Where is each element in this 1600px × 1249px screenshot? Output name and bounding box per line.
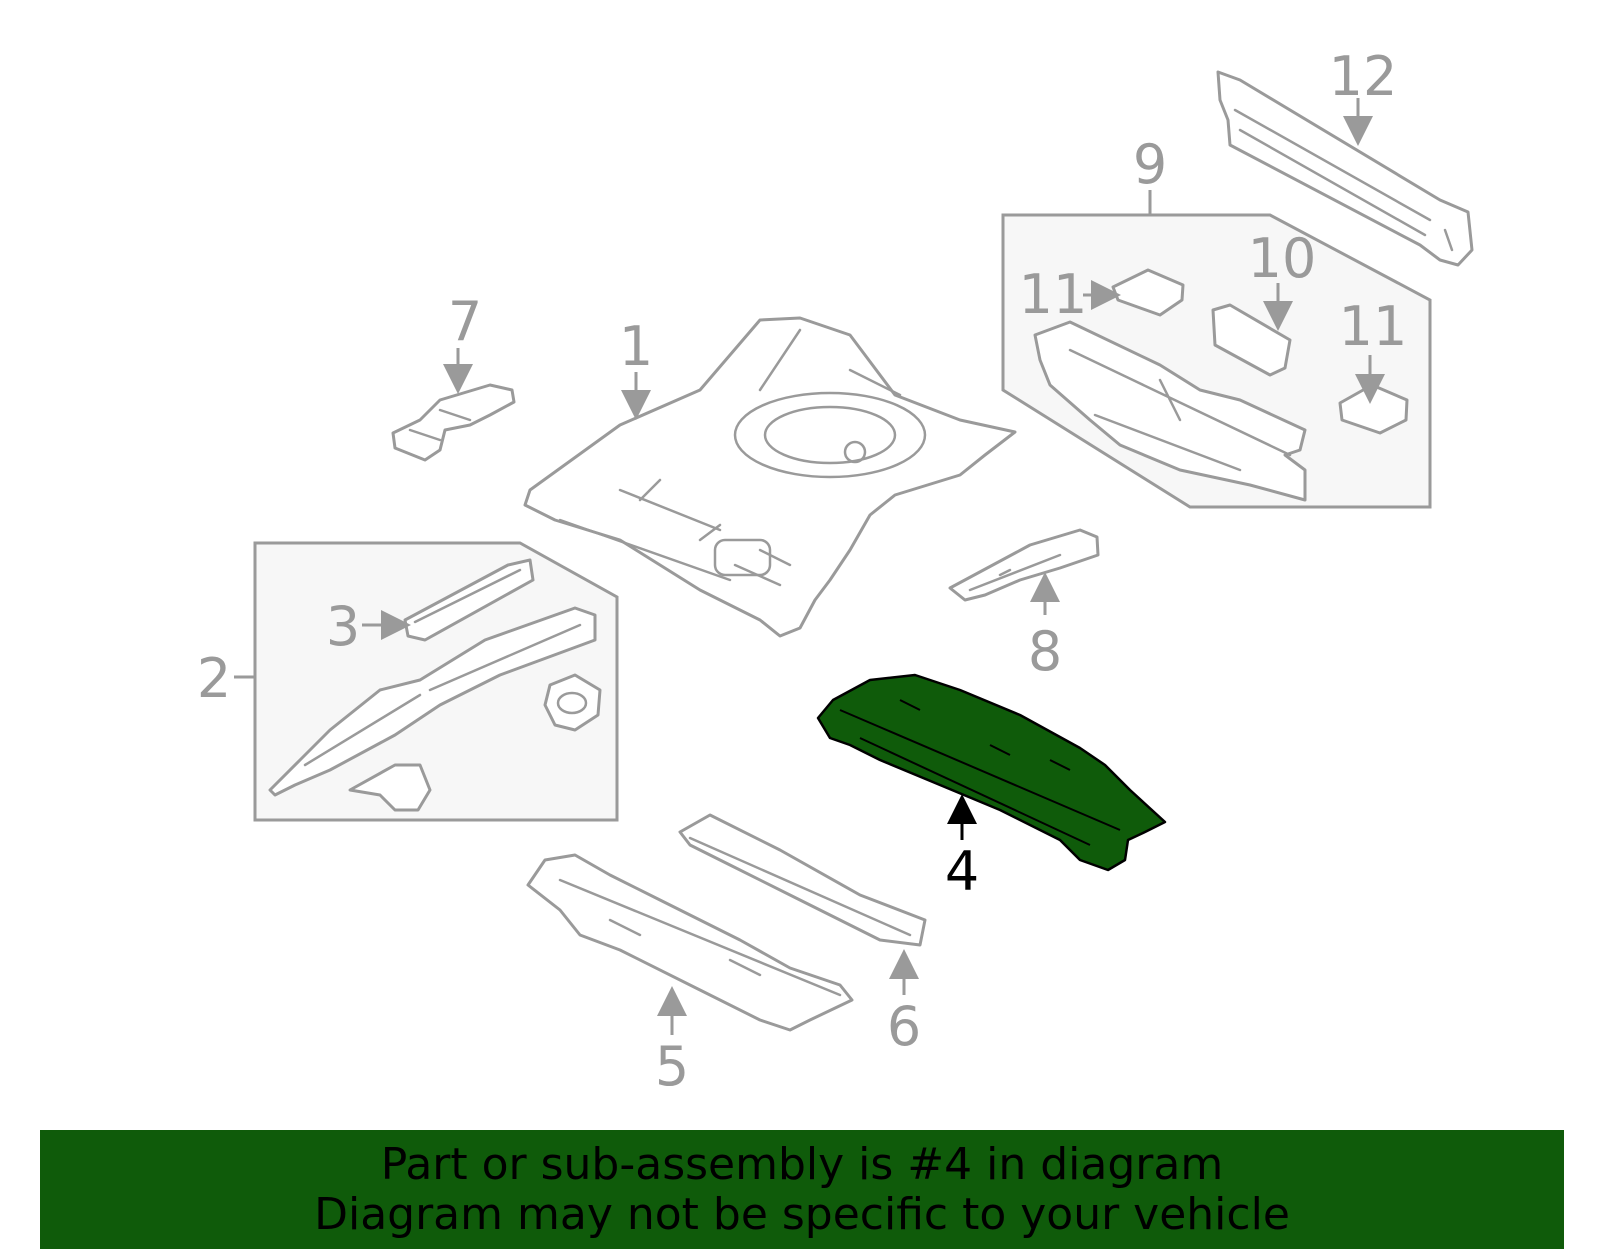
part-2-side-member[interactable] (268, 606, 597, 797)
part-2-mount[interactable] (543, 673, 602, 732)
callout-11b: 11 (1339, 295, 1408, 358)
callout-9: 9 (1133, 133, 1167, 196)
part-6-member[interactable] (678, 813, 927, 947)
callout-6: 6 (887, 995, 921, 1058)
callout-1: 1 (619, 315, 653, 378)
part-5-crossmember[interactable] (526, 853, 854, 1032)
part-7-bracket[interactable] (391, 383, 516, 462)
callout-4: 4 (945, 840, 979, 903)
callout-7: 7 (448, 290, 482, 353)
banner-line-2: Diagram may not be specific to your vehi… (314, 1188, 1290, 1240)
part-4-crossmember-highlighted[interactable] (816, 673, 1167, 872)
part-1-floor-pan[interactable] (523, 316, 1017, 638)
part-10-bracket[interactable] (1211, 303, 1292, 377)
callout-8: 8 (1028, 620, 1062, 683)
part-8-reinforcement[interactable] (948, 528, 1100, 602)
callout-11a: 11 (1019, 263, 1088, 326)
banner-line-1: Part or sub-assembly is #4 in diagram (380, 1138, 1224, 1190)
callout-5: 5 (655, 1035, 689, 1098)
part-9-panel[interactable] (1033, 320, 1307, 502)
callout-2: 2 (197, 647, 231, 710)
callout-10: 10 (1248, 227, 1317, 290)
part-12-rear-panel[interactable] (1216, 70, 1474, 267)
info-banner: Part or sub-assembly is #4 in diagram Di… (40, 1130, 1564, 1249)
part-2-bracket[interactable] (348, 763, 432, 812)
callout-3: 3 (326, 595, 360, 658)
callout-12: 12 (1329, 45, 1398, 108)
